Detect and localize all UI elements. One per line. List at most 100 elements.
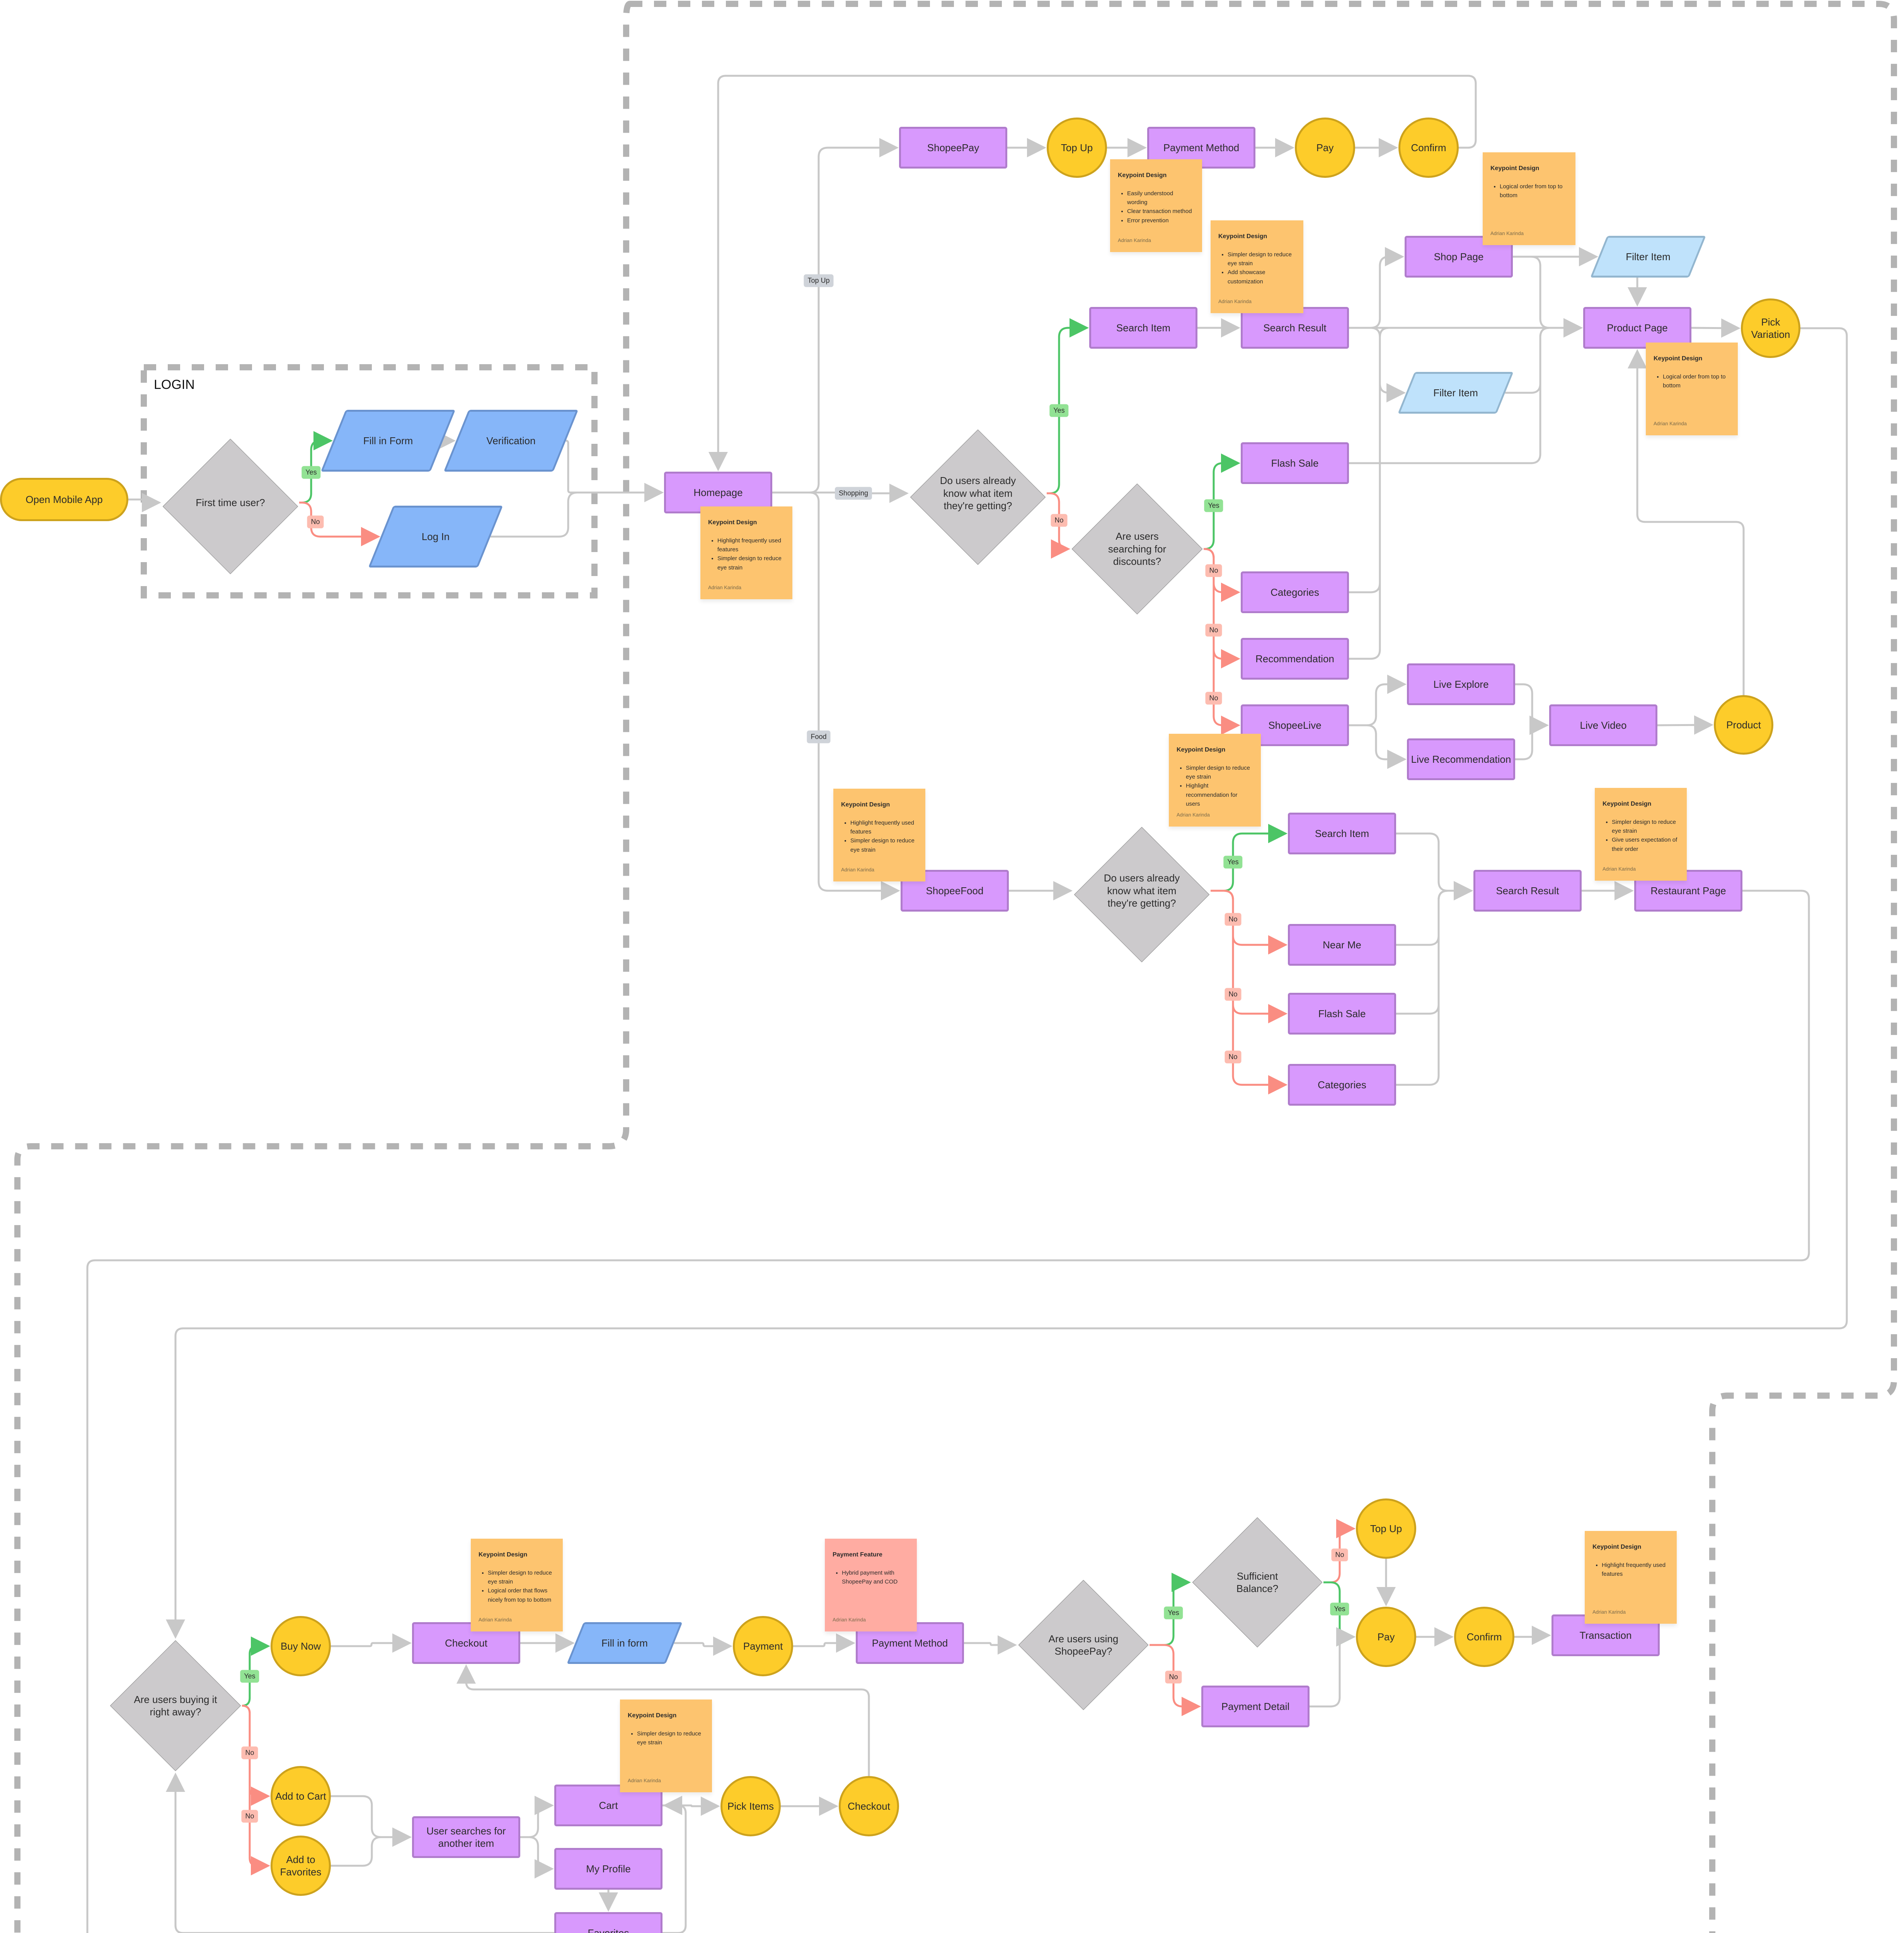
keypoint-design-sticky-note[interactable]: Keypoint DesignSimpler design to reduce …: [471, 1539, 563, 1631]
sticky-author: Adrian Karinda: [628, 1777, 661, 1783]
sticky-author: Adrian Karinda: [1654, 420, 1687, 426]
keypoint-design-sticky-note[interactable]: Keypoint DesignEasily understood wording…: [1110, 159, 1202, 252]
node-food-categories[interactable]: Categories: [1288, 1064, 1396, 1106]
node-product-page[interactable]: Product Page: [1583, 307, 1691, 349]
node-label: Do users already know what item they're …: [1104, 872, 1180, 909]
sticky-title: Keypoint Design: [628, 1712, 677, 1719]
node-label: Pay: [1377, 1631, 1395, 1643]
node-discounts[interactable]: Are users searching for discounts?: [1071, 482, 1204, 615]
node-checkout-circle[interactable]: Checkout: [839, 1776, 899, 1836]
yes-connector: [1211, 824, 1287, 892]
flow-connector: [166, 327, 1848, 1639]
no-edge-label: No: [1224, 1050, 1242, 1064]
node-buy-now[interactable]: Buy Now: [271, 1616, 331, 1676]
node-label: Flash Sale: [1318, 1007, 1366, 1019]
payment-feature-sticky-note[interactable]: Payment FeatureHybrid payment with Shope…: [825, 1539, 917, 1631]
yes-edge-label: Yes: [1204, 499, 1223, 512]
node-fill-in-form-pay[interactable]: Fill in form: [567, 1622, 683, 1664]
sticky-author: Adrian Karinda: [1490, 230, 1524, 236]
flow-connector: [1515, 716, 1549, 760]
node-label: Top Up: [1370, 1522, 1402, 1534]
no-connector: [1047, 492, 1070, 559]
sticky-author: Adrian Karinda: [708, 584, 741, 590]
node-user-searches[interactable]: User searches for another item: [412, 1816, 520, 1858]
node-recommendation[interactable]: Recommendation: [1241, 638, 1349, 680]
no-edge-label: No: [241, 1746, 258, 1759]
node-label: Pick Items: [727, 1800, 774, 1812]
flow-connector: [520, 1796, 554, 1838]
sticky-bullet: Logical order from top to bottom: [1663, 372, 1730, 390]
node-payment-detail[interactable]: Payment Detail: [1201, 1686, 1310, 1727]
keypoint-design-sticky-note[interactable]: Keypoint DesignHighlight frequently used…: [833, 789, 925, 881]
keypoint-design-sticky-note[interactable]: Keypoint DesignLogical order from top to…: [1646, 343, 1738, 435]
node-shop-page[interactable]: Shop Page: [1405, 236, 1513, 278]
no-edge-label: No: [1051, 514, 1068, 527]
node-pay-2[interactable]: Pay: [1356, 1607, 1416, 1667]
node-using-shopeepay-1[interactable]: Are users using ShopeePay?: [1017, 1579, 1150, 1711]
node-food-search-item[interactable]: Search Item: [1288, 813, 1396, 854]
node-confirm-1[interactable]: Confirm: [1398, 118, 1459, 178]
sticky-author: Adrian Karinda: [1603, 866, 1636, 872]
node-pick-items[interactable]: Pick Items: [720, 1776, 781, 1836]
node-favorites[interactable]: Favorites: [554, 1912, 662, 1933]
node-search-item[interactable]: Search Item: [1089, 307, 1197, 349]
node-confirm-2[interactable]: Confirm: [1454, 1607, 1514, 1667]
node-live-recommendation[interactable]: Live Recommendation: [1407, 738, 1515, 780]
node-live-explore[interactable]: Live Explore: [1407, 663, 1515, 705]
diamond-shape: [1073, 826, 1211, 963]
keypoint-design-sticky-note[interactable]: Keypoint DesignLogical order from top to…: [1483, 152, 1575, 245]
node-categories[interactable]: Categories: [1241, 571, 1349, 613]
sticky-author: Adrian Karinda: [1118, 237, 1151, 243]
flow-connector: [1349, 318, 1583, 593]
keypoint-design-sticky-note[interactable]: Keypoint DesignHighlight frequently used…: [1585, 1531, 1677, 1624]
no-edge-label: No: [1165, 1670, 1182, 1684]
node-top-up-1[interactable]: Top Up: [1047, 118, 1107, 178]
no-edge-label: No: [241, 1810, 258, 1823]
keypoint-design-sticky-note[interactable]: Keypoint DesignSimpler design to reduce …: [1595, 788, 1687, 881]
main-group-border: [14, 1, 1897, 1933]
node-filter-item-top[interactable]: Filter Item: [1590, 236, 1706, 278]
node-filter-item-mid[interactable]: Filter Item: [1398, 372, 1514, 414]
flow-connector: [1310, 1627, 1356, 1708]
node-know-item[interactable]: Do users already know what item they're …: [909, 428, 1047, 558]
no-edge-label: No: [1205, 624, 1222, 637]
node-product[interactable]: Product: [1714, 695, 1773, 755]
node-shopeepay[interactable]: ShopeePay: [899, 127, 1007, 169]
node-first-time[interactable]: First time user?: [162, 438, 299, 568]
node-my-profile[interactable]: My Profile: [554, 1848, 662, 1890]
node-pick-variation[interactable]: Pick Variation: [1741, 298, 1800, 358]
node-checkout-1[interactable]: Checkout: [412, 1622, 520, 1664]
node-food-search-result[interactable]: Search Result: [1473, 870, 1582, 912]
node-live-video[interactable]: Live Video: [1549, 704, 1657, 746]
node-fill-form-login[interactable]: Fill in Form: [320, 410, 456, 472]
node-open-app[interactable]: Open Mobile App: [0, 478, 128, 521]
node-top-up-2[interactable]: Top Up: [1356, 1498, 1416, 1559]
node-flash-sale[interactable]: Flash Sale: [1241, 442, 1349, 484]
node-know-item-food[interactable]: Do users already know what item they're …: [1073, 826, 1211, 956]
node-log-in[interactable]: Log In: [368, 506, 503, 568]
node-search-result[interactable]: Search Result: [1241, 307, 1349, 349]
node-label: Near Me: [1323, 939, 1361, 951]
keypoint-design-sticky-note[interactable]: Keypoint DesignSimpler design to reduce …: [620, 1699, 712, 1792]
node-payment[interactable]: Payment: [733, 1616, 793, 1676]
no-connector: [1211, 890, 1287, 1023]
sticky-bullet: Highlight frequently used features: [850, 818, 918, 837]
node-buying-now[interactable]: Are users buying it right away?: [109, 1639, 242, 1772]
node-food-flash-sale[interactable]: Flash Sale: [1288, 993, 1396, 1035]
keypoint-design-sticky-note[interactable]: Keypoint DesignHighlight frequently used…: [700, 506, 792, 599]
node-near-me[interactable]: Near Me: [1288, 924, 1396, 966]
flow-connector: [772, 491, 900, 900]
node-add-to-cart-1[interactable]: Add to Cart: [271, 1766, 331, 1826]
keypoint-design-sticky-note[interactable]: Keypoint DesignSimpler design to reduce …: [1211, 220, 1303, 313]
node-label: Confirm: [1466, 1631, 1502, 1643]
node-verification[interactable]: Verification: [443, 410, 579, 472]
sticky-bullet: Add showcase customization: [1228, 268, 1296, 286]
keypoint-design-sticky-note[interactable]: Keypoint DesignSimpler design to reduce …: [1169, 734, 1261, 827]
node-label: Open Mobile App: [26, 493, 103, 505]
node-sufficient-1[interactable]: Sufficient Balance?: [1191, 1516, 1323, 1648]
node-add-to-favorites[interactable]: Add to Favorites: [271, 1836, 331, 1896]
sticky-bullet: Simpler design to reduce eye strain: [1186, 764, 1253, 782]
yes-edge-label: Yes: [301, 466, 321, 479]
sticky-bullets: Simpler design to reduce eye strainLogic…: [479, 1568, 555, 1604]
node-pay-1[interactable]: Pay: [1295, 118, 1355, 178]
